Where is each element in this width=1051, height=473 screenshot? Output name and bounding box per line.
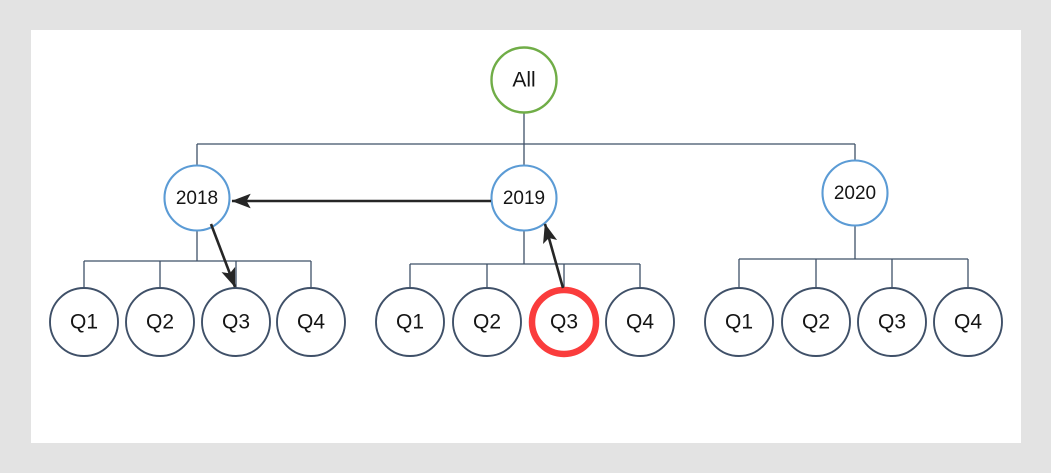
node-2020-q1-label: Q1 [725, 311, 753, 334]
node-2018-q1[interactable]: Q1 [49, 287, 119, 357]
node-year-2019-circle[interactable] [490, 164, 558, 232]
arrow-2018-to-2018-q3 [209, 223, 237, 288]
node-2020-q4[interactable]: Q4 [933, 287, 1003, 357]
node-2019-q3-circle[interactable] [528, 286, 600, 358]
node-2018-q1-label: Q1 [70, 311, 98, 334]
node-2020-q3[interactable]: Q3 [857, 287, 927, 357]
node-2019-q2[interactable]: Q2 [452, 287, 522, 357]
node-2018-q2-label: Q2 [146, 311, 174, 334]
connector-lines [83, 113, 969, 288]
node-year-2019[interactable]: 2019 [490, 164, 558, 232]
node-2020-q1[interactable]: Q1 [704, 287, 774, 357]
node-2020-q2[interactable]: Q2 [781, 287, 851, 357]
node-all-label: All [512, 69, 535, 92]
node-2019-q3-label: Q3 [550, 311, 578, 334]
node-2018-q4-label: Q4 [297, 311, 325, 334]
relation-arrows [209, 193, 565, 289]
node-2019-q2-label: Q2 [473, 311, 501, 334]
node-all[interactable]: All [490, 46, 558, 114]
node-2019-q3[interactable]: Q3 [528, 286, 600, 358]
node-2019-q1-label: Q1 [396, 311, 424, 334]
node-year-2020[interactable]: 2020 [821, 159, 889, 227]
node-2019-q4-circle[interactable] [605, 287, 675, 357]
node-year-2020-label: 2020 [834, 183, 876, 204]
node-2019-q1-circle[interactable] [375, 287, 445, 357]
node-2019-q1[interactable]: Q1 [375, 287, 445, 357]
node-2019-q4[interactable]: Q4 [605, 287, 675, 357]
node-2019-q4-label: Q4 [626, 311, 654, 334]
node-2018-q4[interactable]: Q4 [276, 287, 346, 357]
node-2020-q2-circle[interactable] [781, 287, 851, 357]
node-2020-q1-circle[interactable] [704, 287, 774, 357]
node-2018-q4-circle[interactable] [276, 287, 346, 357]
node-2019-q2-circle[interactable] [452, 287, 522, 357]
node-all-circle[interactable] [490, 46, 558, 114]
node-2018-q3-label: Q3 [222, 311, 250, 334]
node-year-2018[interactable]: 2018 [163, 164, 231, 232]
node-2018-q3[interactable]: Q3 [201, 287, 271, 357]
node-2020-q3-label: Q3 [878, 311, 906, 334]
arrow-2019-q3-to-2019 [543, 223, 565, 289]
node-year-2019-label: 2019 [503, 188, 545, 209]
node-2020-q4-label: Q4 [954, 311, 982, 334]
node-2018-q1-circle[interactable] [49, 287, 119, 357]
node-year-2020-circle[interactable] [821, 159, 889, 227]
node-2020-q3-circle[interactable] [857, 287, 927, 357]
node-2020-q2-label: Q2 [802, 311, 830, 334]
node-2018-q2-circle[interactable] [125, 287, 195, 357]
node-year-2018-label: 2018 [176, 188, 218, 209]
node-year-2018-circle[interactable] [163, 164, 231, 232]
node-2020-q4-circle[interactable] [933, 287, 1003, 357]
node-2018-q3-circle[interactable] [201, 287, 271, 357]
node-2018-q2[interactable]: Q2 [125, 287, 195, 357]
